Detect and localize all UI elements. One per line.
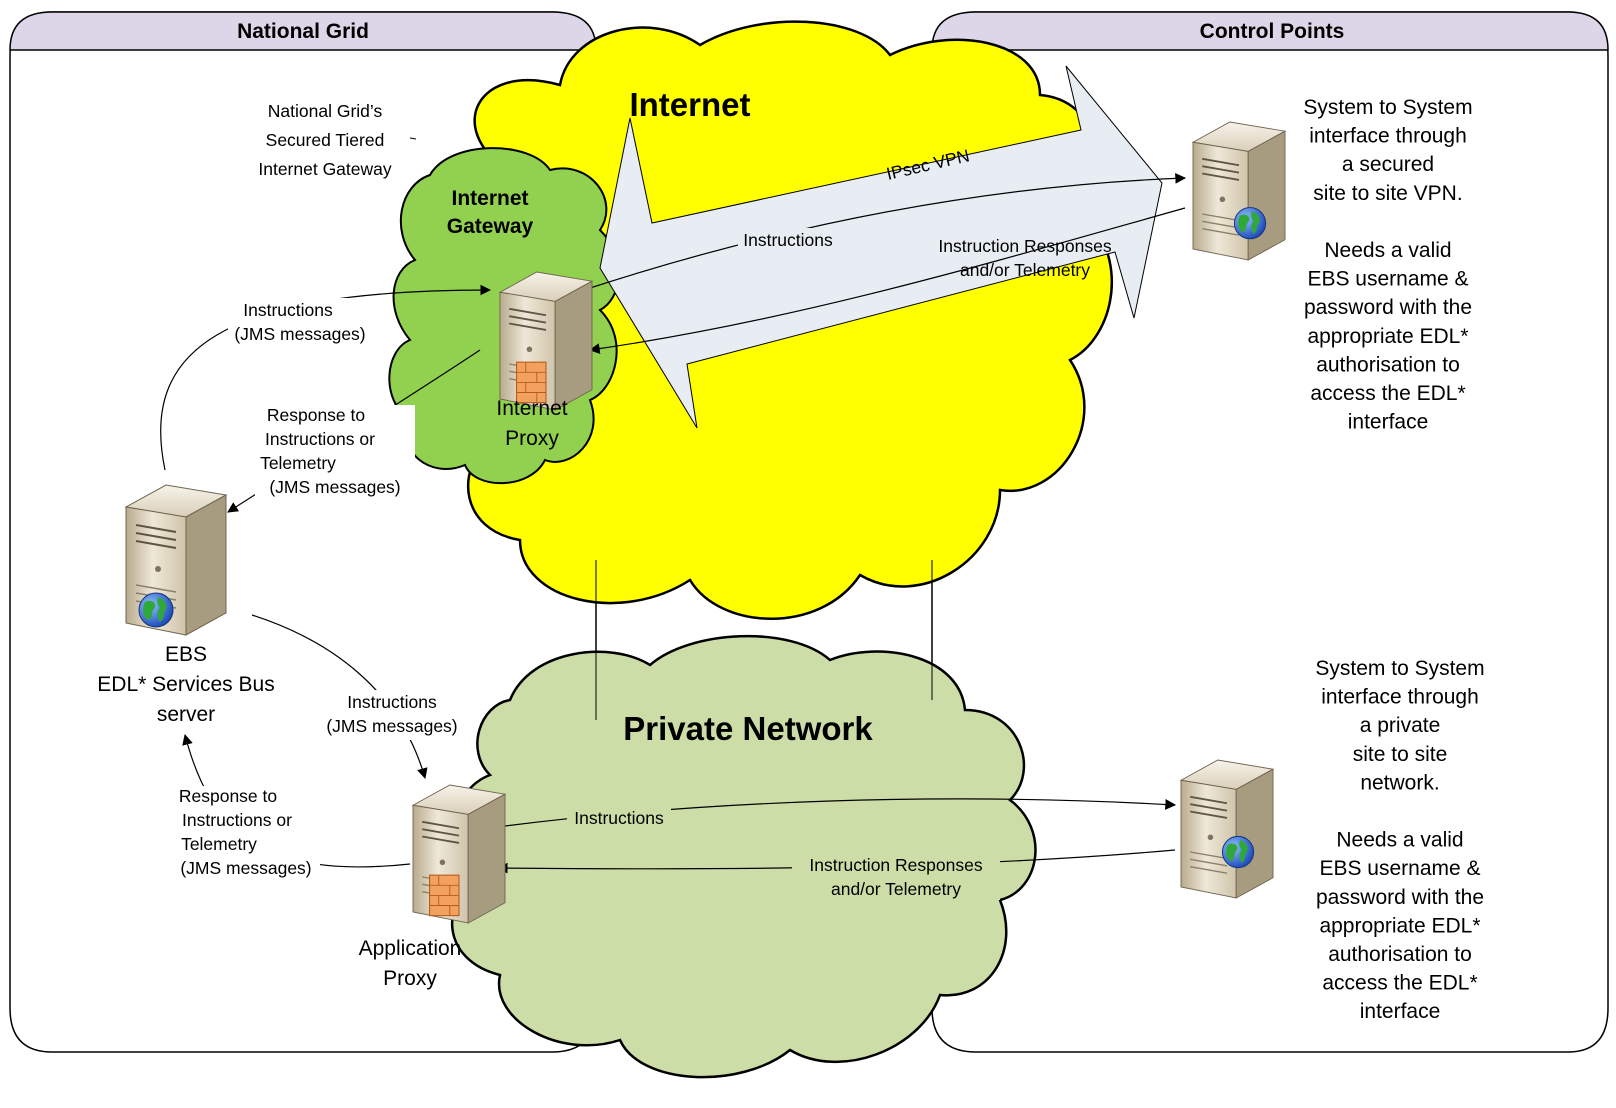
vpn-interface-description-line-4: site to site VPN. — [1313, 182, 1462, 205]
gateway-note-line-2: Secured Tiered — [266, 130, 385, 150]
response-jms-top-line-1: Response to — [267, 405, 365, 425]
instructions-to-control-point-line — [589, 172, 1187, 289]
private-interface-description-line-2: interface through — [1321, 686, 1479, 709]
response-jms-top-line-3: Telemetry — [260, 453, 336, 473]
vpn-interface-description-line-11: access the EDL* — [1310, 382, 1465, 405]
instructions-jms-top-line-1: Instructions — [243, 300, 333, 320]
instructions-jms-low-line-2: (JMS messages) — [326, 716, 457, 736]
internet-proxy-server-icon — [499, 271, 593, 411]
responses-bottom-label-2: and/or Telemetry — [831, 879, 961, 899]
response-jms-top-label: Response to Instructions or Telemetry (J… — [255, 405, 415, 501]
application-proxy-line-1: Application — [359, 937, 462, 960]
private-interface-description-line-7: Needs a valid — [1336, 829, 1463, 852]
instructions-jms-line-low — [251, 614, 428, 780]
application-proxy-line-2: Proxy — [383, 967, 437, 990]
responses-from-control-point-line — [588, 207, 1186, 354]
ebs-label-line-2: EDL* Services Bus — [97, 673, 274, 696]
control-points-title: Control Points — [1200, 20, 1345, 43]
private-interface-description: System to System interface through a priva… — [1315, 657, 1484, 1023]
internet-proxy-label: Internet Proxy — [496, 397, 567, 450]
national-grid-title: National Grid — [237, 20, 369, 43]
responses-top-label-group: Instruction Responses and/or Telemetry — [938, 236, 1111, 280]
internet-label: Internet — [629, 86, 750, 123]
responses-bottom-label-1: Instruction Responses — [809, 855, 982, 875]
gateway-note-line-3: Internet Gateway — [258, 159, 392, 179]
instructions-top-label-group: Instructions — [738, 228, 838, 250]
vpn-interface-description-line-6: Needs a valid — [1324, 239, 1451, 262]
application-proxy-label: Application Proxy — [359, 937, 462, 990]
instructions-jms-top-label: Instructions (JMS messages) — [228, 298, 378, 348]
response-jms-low-line-3: Telemetry — [181, 834, 257, 854]
gateway-note: National Grid’s Secured Tiered Internet … — [258, 101, 392, 179]
vpn-interface-description-line-3: a secured — [1342, 153, 1434, 176]
response-jms-low-label: Response to Instructions or Telemetry (J… — [170, 786, 320, 882]
instructions-jms-line-top — [160, 284, 492, 471]
vpn-interface-description: System to System interface through a secur… — [1303, 96, 1472, 434]
application-proxy-server-icon — [412, 784, 506, 924]
responses-bottom-label-group: Instruction Responses and/or Telemetry — [792, 852, 1000, 900]
instructions-jms-low-line-1: Instructions — [347, 692, 437, 712]
ebs-label-line-1: EBS — [165, 643, 207, 666]
control-point-private-server-icon — [1180, 759, 1274, 899]
instructions-bottom-label: Instructions — [574, 808, 664, 828]
vpn-interface-description-line-9: appropriate EDL* — [1307, 325, 1468, 348]
private-interface-description-line-10: appropriate EDL* — [1319, 914, 1480, 937]
vpn-interface-description-line-10: authorisation to — [1316, 353, 1460, 376]
private-interface-description-line-9: password with the — [1316, 886, 1484, 909]
private-interface-description-line-8: EBS username & — [1319, 857, 1480, 880]
private-interface-description-line-1: System to System — [1315, 657, 1484, 680]
private-interface-description-line-11: authorisation to — [1328, 943, 1472, 966]
instructions-top-label: Instructions — [743, 230, 833, 250]
ebs-label-line-3: server — [157, 703, 215, 726]
internet-proxy-line-2: Proxy — [505, 427, 559, 450]
instructions-jms-top-line-2: (JMS messages) — [234, 324, 365, 344]
response-jms-top-line-4: (JMS messages) — [269, 477, 400, 497]
responses-top-label-2: and/or Telemetry — [960, 260, 1090, 280]
responses-top-label-1: Instruction Responses — [938, 236, 1111, 256]
vpn-interface-description-line-7: EBS username & — [1307, 268, 1468, 291]
gateway-note-line-1: National Grid’s — [268, 101, 383, 121]
vpn-interface-description-line-2: interface through — [1309, 125, 1467, 148]
internet-gateway-label-1: Internet — [451, 187, 528, 210]
private-network-label: Private Network — [623, 710, 873, 747]
private-interface-description-line-4: site to site — [1353, 743, 1448, 766]
vpn-interface-description-line-1: System to System — [1303, 96, 1472, 119]
vpn-interface-description-line-8: password with the — [1304, 296, 1472, 319]
private-interface-description-line-5: network. — [1360, 771, 1439, 794]
internet-gateway-label-2: Gateway — [447, 215, 534, 238]
ebs-server-icon — [125, 484, 227, 636]
response-jms-low-line-1: Response to — [179, 786, 277, 806]
instructions-bottom-label-group: Instructions — [567, 806, 671, 828]
instructions-jms-low-label: Instructions (JMS messages) — [312, 690, 472, 740]
private-interface-description-line-12: access the EDL* — [1322, 972, 1477, 995]
private-interface-description-line-3: a private — [1360, 714, 1441, 737]
response-jms-low-line-4: (JMS messages) — [180, 858, 311, 878]
internet-proxy-line-1: Internet — [496, 397, 567, 420]
control-point-vpn-server-icon — [1192, 121, 1286, 261]
response-jms-low-line-2: Instructions or — [182, 810, 292, 830]
vpn-interface-description-line-12: interface — [1348, 411, 1429, 434]
response-jms-top-line-2: Instructions or — [265, 429, 375, 449]
vpn-tunnel-arrow — [599, 65, 1163, 429]
ebs-server-label: EBS EDL* Services Bus server — [97, 643, 274, 726]
private-interface-description-line-13: interface — [1360, 1000, 1441, 1023]
